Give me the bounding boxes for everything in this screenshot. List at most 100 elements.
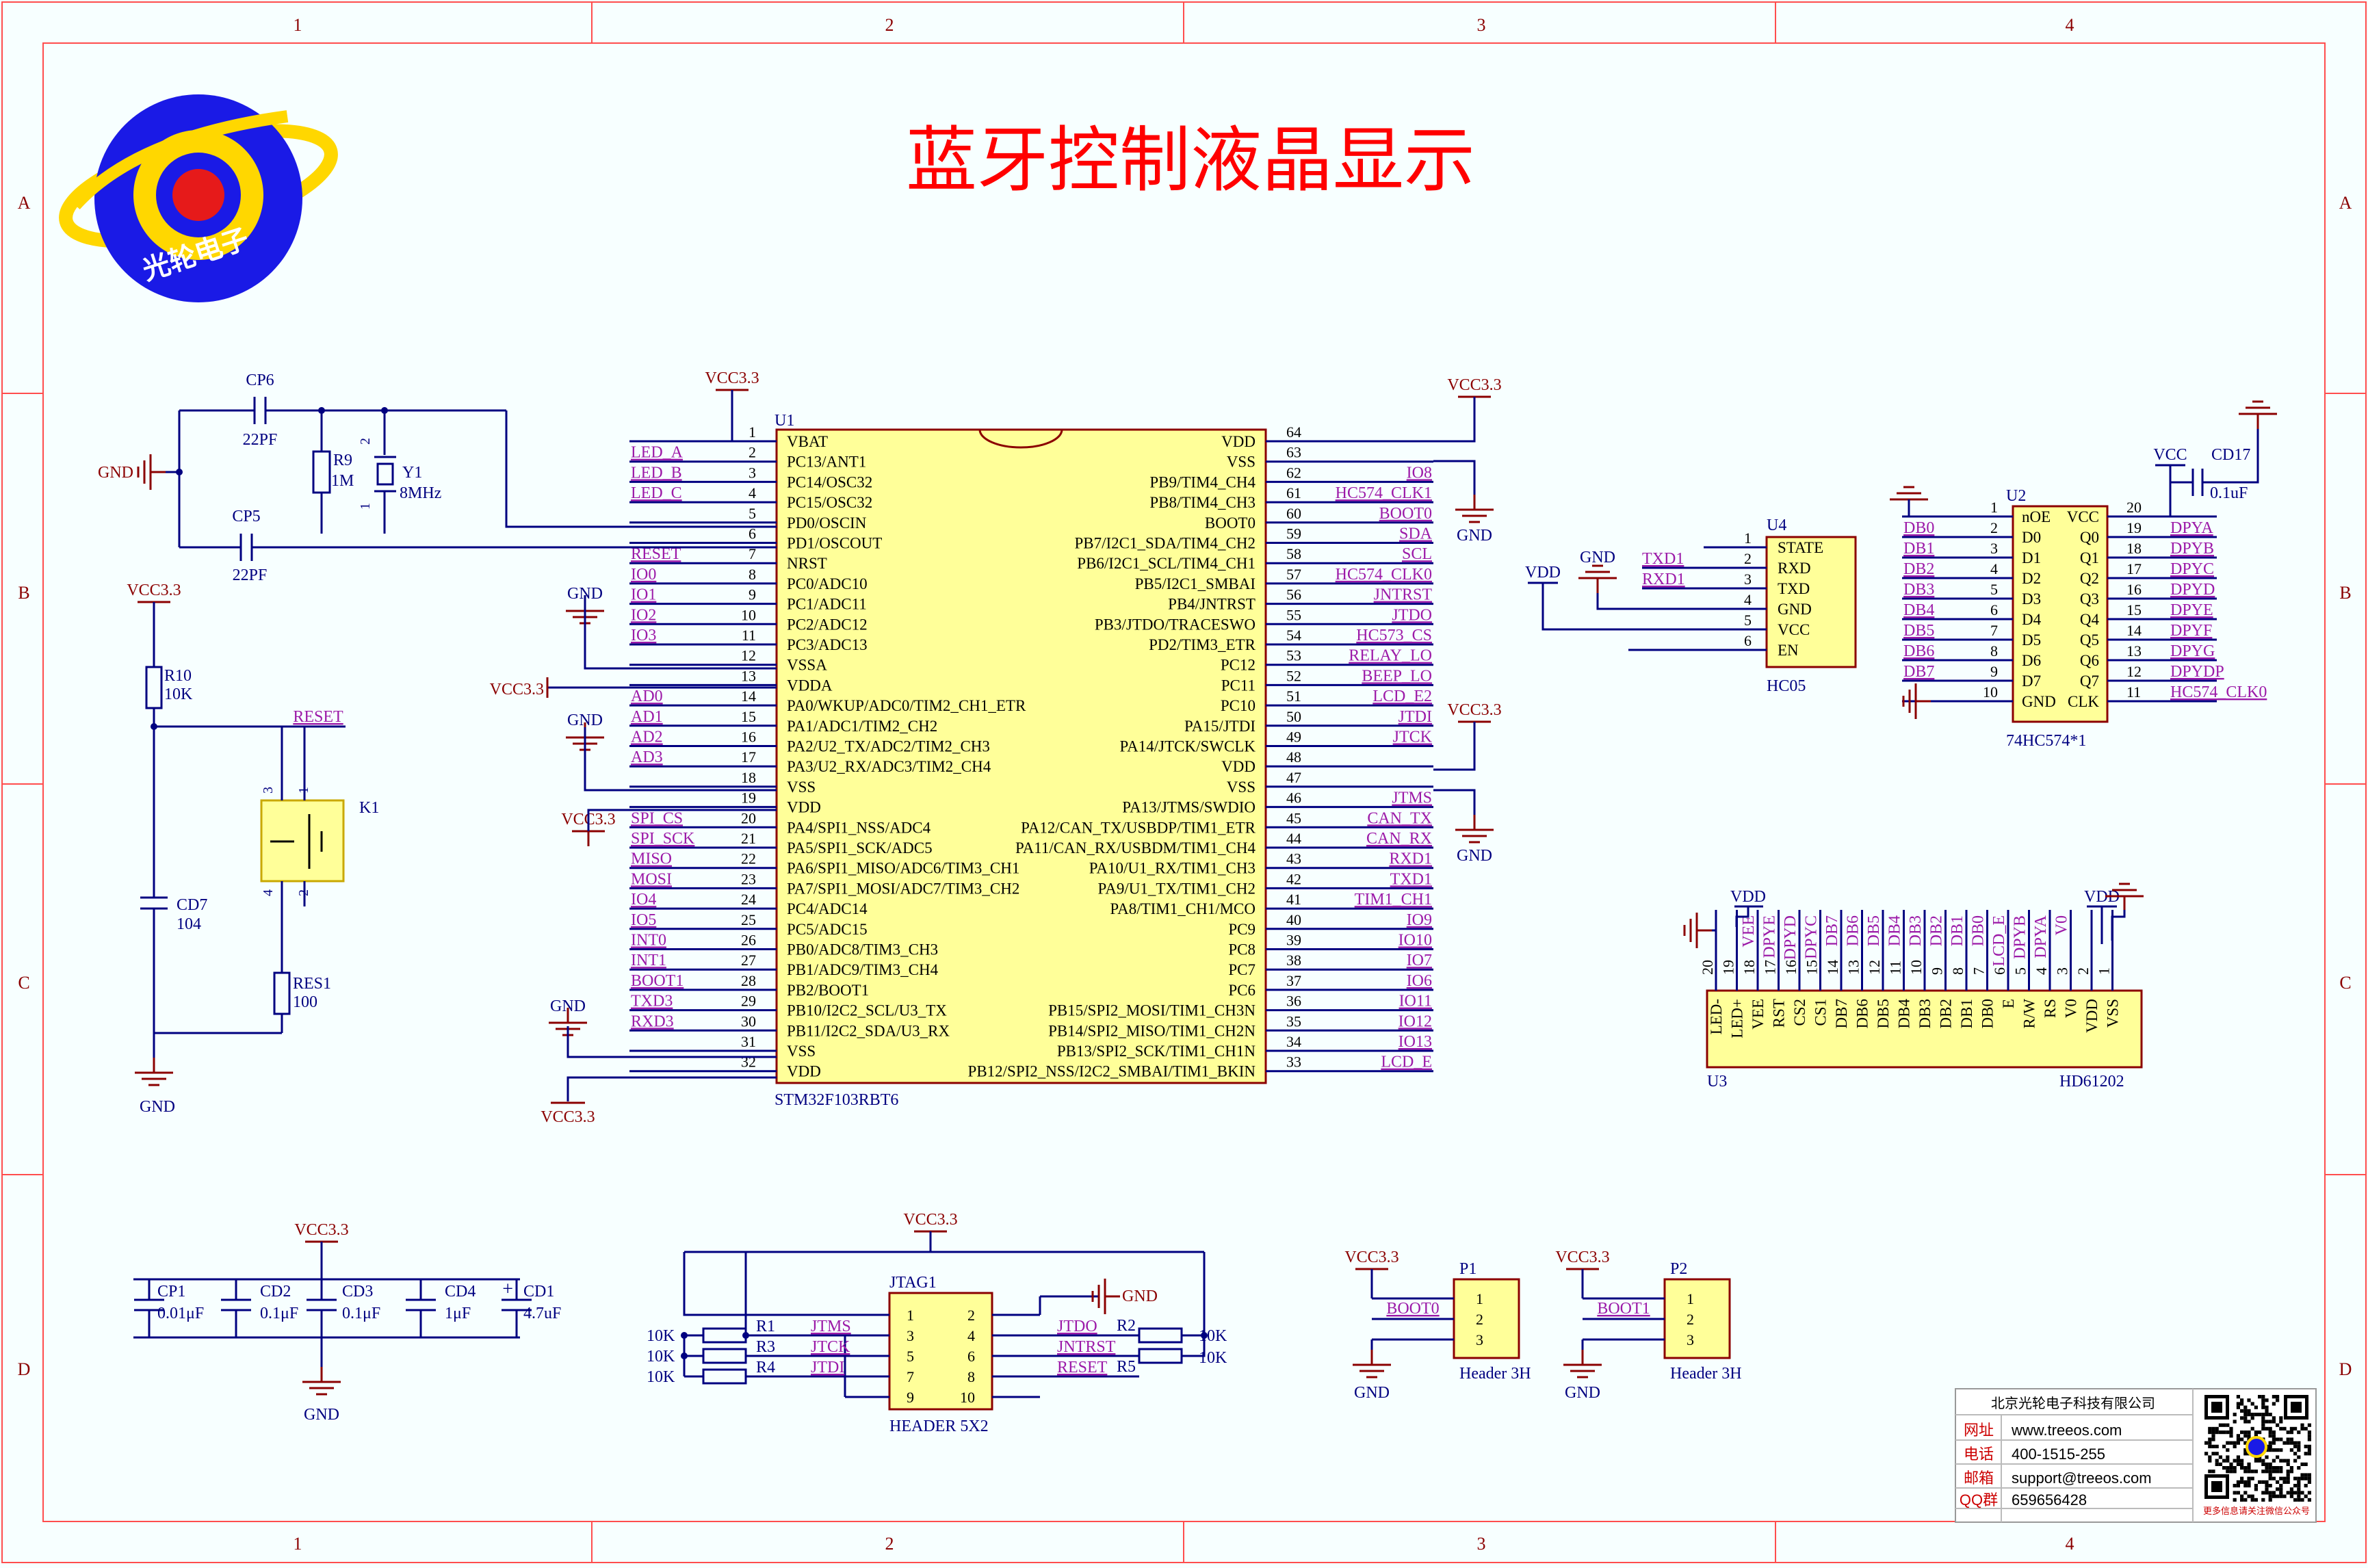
qr-caption: 更多信息请关注微信公众号 (2203, 1506, 2310, 1516)
u2-pin-name: Q7 (2080, 672, 2099, 690)
qr-module (2233, 1444, 2237, 1448)
qr-module (2300, 1426, 2304, 1430)
u1-pin-number: 15 (741, 708, 756, 725)
u1-pin-number: 5 (749, 505, 756, 522)
qr-module (2208, 1437, 2212, 1441)
u1-pin-number: 59 (1286, 525, 1301, 543)
jtag-pin-number: 9 (907, 1389, 914, 1406)
u1-pin-number: 37 (1286, 972, 1301, 989)
jtag-pin-number: 10 (960, 1389, 975, 1406)
cd17-value: 0.1uF (2210, 484, 2248, 502)
u2-net-label: DPYC (2170, 560, 2214, 578)
u1-pin-name: VDD (787, 799, 821, 816)
wire (1541, 583, 1767, 631)
qr-module (2261, 1413, 2265, 1417)
u1-net-label: AD2 (631, 729, 663, 746)
qr-module (2215, 1452, 2219, 1456)
qr-module (2243, 1441, 2248, 1445)
u3-pin-number: 8 (1949, 967, 1966, 975)
qr-module (2276, 1398, 2280, 1402)
u1-net-label: JTDO (1392, 606, 1432, 624)
qr-module (2282, 1480, 2287, 1484)
junction-dot (681, 1332, 688, 1339)
u1-pin-name: PB4/JNTRST (1168, 596, 1255, 613)
info-key: 邮箱 (1964, 1469, 1994, 1487)
u1-pin-name: PA0/WKUP/ADC0/TIM2_CH1_ETR (787, 697, 1026, 714)
qr-module (2229, 1434, 2233, 1438)
u1-pin-name: VSS (1227, 779, 1255, 796)
border-row-label: B (2339, 583, 2351, 603)
qr-module (2286, 1462, 2290, 1466)
u1-pin-number: 31 (741, 1033, 756, 1050)
cap-value: 0.1μF (260, 1305, 298, 1322)
qr-module (2233, 1498, 2237, 1502)
qr-module (2282, 1459, 2287, 1463)
qr-module (2272, 1459, 2276, 1463)
qr-module (2307, 1480, 2311, 1484)
qr-module (2208, 1455, 2212, 1459)
r9-ref: R9 (333, 452, 352, 469)
qr-module (2276, 1395, 2280, 1399)
qr-module (2254, 1484, 2258, 1488)
qr-module (2304, 1494, 2308, 1498)
qr-module (2293, 1491, 2298, 1495)
qr-module (2268, 1476, 2272, 1480)
qr-module (2240, 1437, 2244, 1441)
u3-net-label: DB6 (1845, 915, 1862, 946)
qr-module (2233, 1491, 2237, 1495)
u2-pin-number: 10 (1983, 683, 1998, 701)
u1-pin-name: PA14/JTCK/SWCLK (1119, 738, 1255, 755)
qr-module (2236, 1437, 2240, 1441)
qr-module (2286, 1430, 2290, 1435)
qr-module (2297, 1455, 2301, 1459)
u1-pin-number: 9 (749, 586, 756, 603)
qr-module (2307, 1452, 2311, 1456)
u2-net-label: DB6 (1903, 642, 1934, 660)
u1-pin-number: 38 (1286, 952, 1301, 969)
u1-net-label: INT0 (631, 932, 666, 950)
qr-module (2307, 1430, 2311, 1435)
border-col-label: 1 (294, 1534, 302, 1554)
qr-module (2268, 1469, 2272, 1474)
boot-header-part: Header 3H (1670, 1365, 1742, 1383)
qr-module (2272, 1491, 2276, 1495)
qr-module (2247, 1420, 2251, 1424)
qr-module (2293, 1441, 2298, 1445)
u2-pin-number: 12 (2126, 663, 2142, 680)
qr-module (2272, 1434, 2276, 1438)
k1-pin: 4 (261, 889, 276, 896)
u1-pin-name: VDD (1221, 433, 1255, 450)
jtag-net-label: JTDI (811, 1359, 844, 1376)
u2-pin-name: D2 (2022, 570, 2041, 587)
qr-module (2297, 1444, 2301, 1448)
u2-pin-number: 20 (2126, 499, 2142, 516)
u1-pin-number: 14 (741, 688, 756, 705)
hc05-pin-name: RXD (1778, 560, 1811, 577)
hc05-pin-name: TXD (1778, 580, 1810, 597)
u2-net-label: HC574_CLK0 (2170, 683, 2267, 701)
cap-value: 0.1μF (342, 1305, 380, 1322)
qr-module (2276, 1437, 2280, 1441)
u2-net-label: DPYDP (2170, 663, 2224, 681)
info-value: support@treeos.com (2012, 1469, 2152, 1487)
qr-module (2261, 1423, 2265, 1427)
jtag-res-value: 10K (647, 1368, 675, 1386)
qr-module (2243, 1469, 2248, 1474)
jtag-part: HEADER 5X2 (889, 1417, 989, 1435)
u1-net-label: AD3 (631, 748, 663, 766)
qr-module (2240, 1409, 2244, 1413)
wire (2202, 428, 2259, 484)
qr-module (2222, 1459, 2226, 1463)
qr-module (2247, 1430, 2251, 1435)
qr-module (2215, 1426, 2219, 1430)
hc05-pin-number: 1 (1744, 530, 1752, 547)
border-row-label: A (18, 193, 31, 213)
k1-pin: 2 (296, 889, 311, 896)
u3-net-label: LCD_E (1990, 915, 2008, 967)
qr-module (2211, 1434, 2215, 1438)
qr-module (2304, 1462, 2308, 1466)
u1-net-label: IO6 (1407, 972, 1432, 990)
jtag-res-ref: R3 (756, 1338, 775, 1356)
u2-pin-number: 1 (1990, 499, 1998, 516)
